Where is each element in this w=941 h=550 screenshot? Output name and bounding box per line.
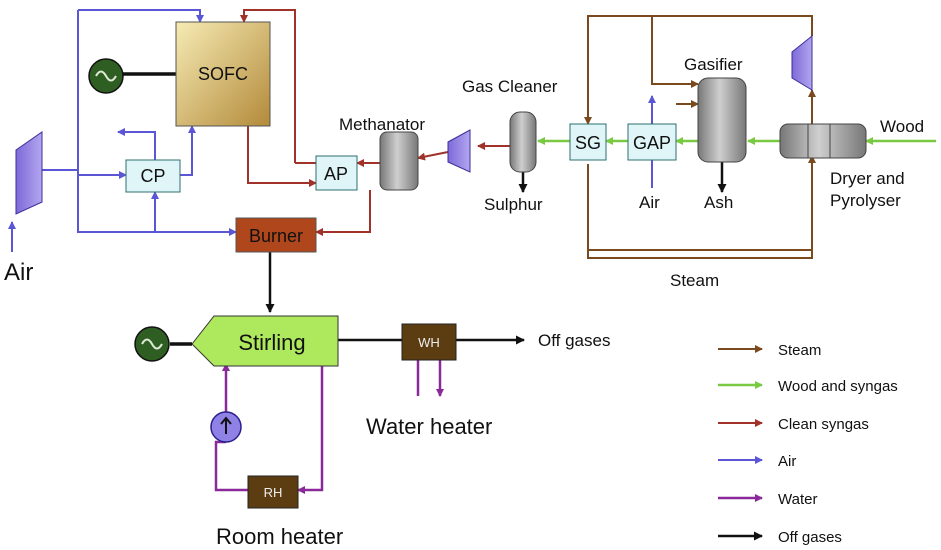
water-pump-icon [210, 411, 242, 443]
stirling-label: Stirling [238, 330, 305, 355]
rh-label: RH [264, 485, 283, 500]
air-main-to-cp [42, 169, 127, 179]
steam-label: Steam [670, 271, 719, 290]
gasifier-label: Gasifier [684, 55, 743, 74]
cp-box [125, 159, 181, 193]
legend-item-water: Water [718, 491, 817, 508]
cp-to-sofc [180, 125, 196, 176]
wood-label: Wood [880, 117, 924, 136]
air-inlet-label: Air [4, 259, 33, 286]
sg-label: SG [575, 133, 601, 153]
legend-label-air: Air [778, 453, 796, 470]
cp-top-loop [117, 128, 156, 160]
cp-label: CP [140, 166, 165, 186]
sulphur-label: Sulphur [484, 195, 543, 214]
ap-to-burner [315, 190, 371, 236]
ap-label: AP [324, 164, 348, 184]
legend-label-steam: Steam [778, 342, 821, 359]
gap-air-label: Air [639, 193, 660, 212]
air-main-vertical [77, 10, 237, 236]
dryer-pyrolyser [779, 123, 867, 159]
legend-label-off-gases: Off gases [778, 529, 842, 546]
legend-item-steam: Steam [718, 342, 821, 359]
air-compressor-icon [15, 131, 43, 215]
stirling-engine [191, 315, 339, 367]
sg-box [569, 123, 607, 161]
sofc-generator-icon [88, 58, 124, 94]
sofc-exhaust [247, 126, 317, 187]
legend-item-air: Air [718, 453, 796, 470]
room-heater-label: Room heater [216, 524, 343, 549]
legend-label-wood-syngas: Wood and syngas [778, 378, 898, 395]
legend-label-water: Water [778, 491, 817, 508]
rh-to-pump [214, 440, 248, 492]
methanator-vessel [379, 131, 419, 191]
gasifier-vessel [697, 77, 747, 163]
steam-bottom-loop [587, 155, 816, 259]
burner-box [235, 217, 317, 253]
water-heater-label: Water heater [366, 414, 492, 439]
ash-label: Ash [704, 193, 733, 212]
gap-box [627, 123, 677, 161]
dryer-label-line2: Pyrolyser [830, 191, 901, 210]
legend-item-wood-syngas: Wood and syngas [718, 378, 898, 395]
rh-box [247, 475, 299, 509]
legend: Steam Wood and syngas Clean syngas Air W… [718, 342, 898, 546]
off-gas-lines [122, 72, 727, 346]
steam-turbine-icon [791, 34, 813, 91]
turbine-to-methanator [417, 151, 449, 161]
steam-lines [584, 15, 816, 259]
syngas-compressor-icon [447, 129, 471, 173]
dryer-label-line1: Dryer and [830, 169, 905, 188]
stirling-generator-icon [134, 326, 170, 362]
ap-box [315, 155, 358, 191]
burner-label: Burner [249, 226, 303, 246]
clean-syngas-lines [240, 9, 510, 236]
sofc-anode-in [240, 9, 296, 163]
off-gases-label: Off gases [538, 331, 610, 350]
gas-cleaner-label: Gas Cleaner [462, 77, 558, 96]
air-lines [8, 9, 656, 252]
steam-branch-gasifier [651, 16, 699, 88]
air-top-to-sofc [78, 9, 204, 23]
legend-label-clean-syngas: Clean syngas [778, 416, 869, 433]
stirling-to-rh [297, 360, 324, 494]
methanator-label: Methanator [339, 115, 425, 134]
legend-item-clean-syngas: Clean syngas [718, 416, 869, 433]
wh-box [401, 323, 457, 361]
gap-label: GAP [633, 133, 671, 153]
sofc-box [175, 21, 271, 127]
gas-cleaner-vessel [509, 111, 537, 173]
wh-label: WH [418, 335, 440, 350]
water-lines [214, 360, 444, 494]
legend-item-off-gases: Off gases [718, 529, 842, 546]
sofc-label: SOFC [198, 64, 248, 84]
